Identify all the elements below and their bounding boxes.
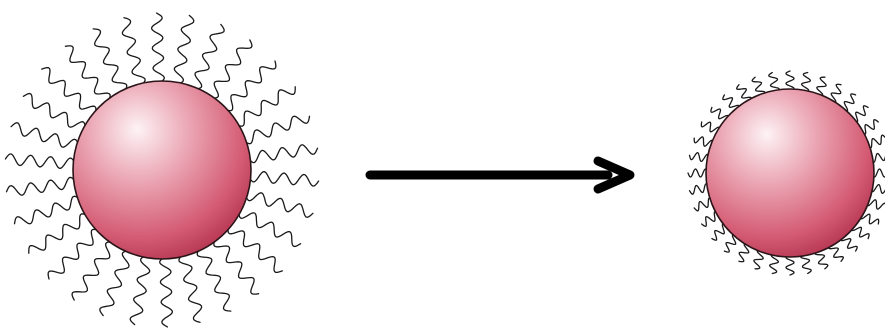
polymer-chain xyxy=(860,213,880,225)
polymer-chain xyxy=(871,168,885,178)
polymer-chain xyxy=(840,235,858,252)
polymer-chain xyxy=(800,253,812,275)
polymer-chain xyxy=(738,243,750,263)
polymer-chain xyxy=(870,183,885,194)
polymer-chain xyxy=(129,255,151,326)
polymer-chain xyxy=(701,211,720,227)
polymer-chain xyxy=(870,152,885,163)
polymer-chain xyxy=(828,243,844,262)
polymer-chain xyxy=(193,23,225,90)
polymer-chain xyxy=(99,250,131,317)
polymer-chain xyxy=(842,93,857,112)
polymer-chain xyxy=(227,225,283,274)
polymer-chain xyxy=(10,122,80,148)
polymer-chain xyxy=(687,168,709,178)
polymer-chain xyxy=(722,94,740,111)
polymer-chain xyxy=(196,247,232,312)
polymer-chain xyxy=(244,192,314,218)
polymer-chain xyxy=(243,115,311,145)
particle-right xyxy=(687,70,885,276)
polymer-chain xyxy=(693,136,714,147)
polymer-chain xyxy=(238,210,302,248)
reaction-arrow xyxy=(365,156,635,194)
polymer-chain xyxy=(769,253,780,275)
polymer-chain xyxy=(159,256,174,328)
polymer-chain xyxy=(22,92,86,130)
polymer-chain xyxy=(711,223,728,241)
polymer-chain xyxy=(693,197,714,212)
polymer-chain xyxy=(213,237,260,295)
polymer-chain xyxy=(71,241,114,301)
polymer-chain xyxy=(830,83,842,103)
polymer-chain xyxy=(178,253,203,323)
polymer-chain xyxy=(816,76,827,97)
arrow-head xyxy=(593,156,635,194)
polymer-chain xyxy=(92,28,128,93)
polymer-chain xyxy=(4,153,76,169)
sphere-left xyxy=(72,80,252,260)
sphere-right xyxy=(705,88,875,258)
polymer-chain xyxy=(751,76,766,97)
polymer-chain xyxy=(28,213,89,254)
polymer-chain xyxy=(121,17,146,87)
polymer-chain xyxy=(247,144,319,164)
polymer-chain xyxy=(47,228,101,280)
chains-left xyxy=(4,12,320,328)
polymer-chain xyxy=(800,71,811,93)
polymer-chain xyxy=(736,84,752,103)
polymer-chain xyxy=(753,249,764,270)
polymer-chain xyxy=(5,176,77,196)
chains-right xyxy=(687,70,885,276)
polymer-chain xyxy=(852,105,869,123)
polymer-chain xyxy=(785,70,795,92)
polymer-chain xyxy=(814,249,829,270)
polymer-chain xyxy=(210,39,253,99)
polymer-chain xyxy=(688,183,710,195)
particle-left xyxy=(4,12,320,328)
polymer-chain xyxy=(866,199,885,210)
polymer-chain xyxy=(150,12,165,84)
polymer-chain xyxy=(700,121,720,133)
polymer-chain xyxy=(710,106,729,121)
polymer-chain xyxy=(223,60,277,112)
polymer-chain xyxy=(768,71,780,93)
polymer-chain xyxy=(248,171,320,187)
polymer-chain xyxy=(723,234,738,253)
polymer-chain xyxy=(866,134,885,149)
polymer-chain xyxy=(688,152,710,163)
polymer-chain xyxy=(235,86,296,127)
polymer-chain xyxy=(851,225,870,240)
polymer-chain xyxy=(41,66,97,115)
polymer-chain xyxy=(860,119,879,135)
polymer-chain xyxy=(785,254,795,276)
polymer-chain xyxy=(64,45,111,103)
polymer-chain xyxy=(173,14,195,85)
polymer-chain xyxy=(13,195,81,225)
